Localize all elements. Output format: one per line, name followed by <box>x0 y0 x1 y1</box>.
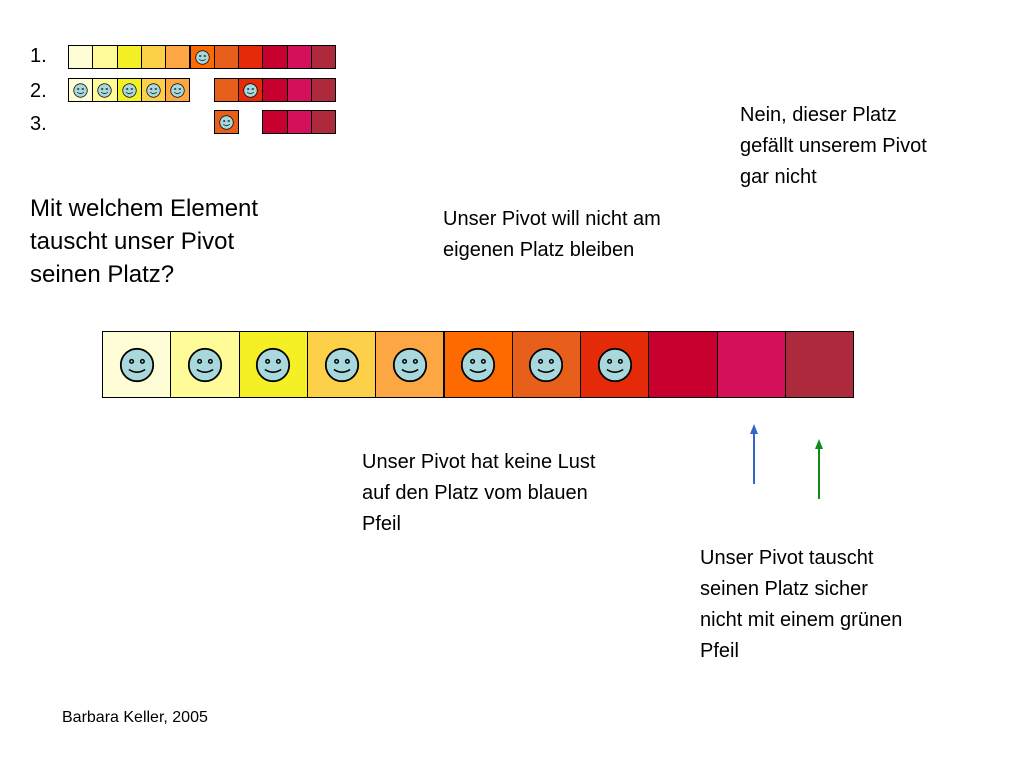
annotation-line: eigenen Platz bleiben <box>443 239 635 261</box>
annotation-line: Unser Pivot will nicht am <box>443 208 661 230</box>
question-line: Mit welchem Element <box>30 195 259 222</box>
main-row-cell <box>785 331 855 398</box>
annotation-line: Pfeil <box>362 513 401 535</box>
smiley-icon <box>324 347 359 382</box>
question-text: Mit welchem Element tauscht unser Pivot … <box>30 192 258 291</box>
main-row-cell <box>443 331 513 398</box>
small-row-cell <box>286 45 312 69</box>
small-row-cell <box>116 78 142 102</box>
smiley-icon <box>529 347 564 382</box>
small-row-cell <box>311 110 337 134</box>
row-label-2: 2. <box>30 80 47 102</box>
smiley-icon <box>73 82 88 98</box>
annotation-eigener-platz: Unser Pivot will nicht am eigenen Platz … <box>443 204 661 266</box>
main-row-cell <box>375 331 445 398</box>
smiley-icon <box>219 114 234 130</box>
main-row-cell <box>170 331 240 398</box>
small-row-cell <box>92 45 118 69</box>
main-row-cell <box>580 331 650 398</box>
main-row-cell <box>238 331 308 398</box>
small-row-cell <box>311 78 337 102</box>
main-row-cell <box>306 331 377 398</box>
small-row-cell <box>140 45 167 69</box>
smiley-icon <box>461 347 496 382</box>
small-row-cell <box>68 45 94 69</box>
small-row-cell <box>238 45 264 69</box>
small-row-cell <box>286 78 312 102</box>
blue-arrow-icon <box>750 424 758 484</box>
annotation-line: auf den Platz vom blauen <box>362 482 588 504</box>
question-line: seinen Platz? <box>30 261 175 288</box>
smiley-icon <box>122 82 137 98</box>
annotation-line: gar nicht <box>740 166 817 188</box>
smiley-icon <box>170 82 185 98</box>
small-row-cell <box>68 78 94 102</box>
annotation-line: Nein, dieser Platz <box>740 104 897 126</box>
row-label-1: 1. <box>30 45 47 67</box>
small-row-cell <box>165 45 191 69</box>
annotation-line: Unser Pivot hat keine Lust <box>362 451 596 473</box>
smiley-icon <box>597 347 632 382</box>
small-row-cell <box>116 45 142 69</box>
annotation-gruener-pfeil: Unser Pivot tauscht seinen Platz sicher … <box>700 543 902 667</box>
smiley-icon <box>243 82 258 98</box>
small-row-cell <box>238 78 264 102</box>
smiley-icon <box>97 82 113 98</box>
annotation-blauer-pfeil: Unser Pivot hat keine Lust auf den Platz… <box>362 447 595 540</box>
small-row-cell <box>262 78 288 102</box>
main-row-cell <box>648 331 718 398</box>
small-row-cell <box>92 78 118 102</box>
small-row-cell <box>311 45 337 69</box>
row-label-3: 3. <box>30 113 47 135</box>
small-row-cell <box>213 78 240 102</box>
small-row-cell <box>286 110 312 134</box>
smiley-icon <box>392 347 427 382</box>
small-row-cell <box>140 78 167 102</box>
small-row-cell <box>262 45 288 69</box>
annotation-line: gefällt unserem Pivot <box>740 135 927 157</box>
green-arrow-icon <box>815 439 823 499</box>
small-row-cell <box>262 110 288 134</box>
smiley-icon <box>195 49 210 65</box>
small-row-cell <box>165 78 191 102</box>
annotation-line: seinen Platz sicher <box>700 578 868 600</box>
small-row-cell <box>213 45 240 69</box>
question-line: tauscht unser Pivot <box>30 228 235 255</box>
main-row-cell <box>102 331 172 398</box>
main-row-cell <box>716 331 786 398</box>
main-row-cell <box>511 331 582 398</box>
annotation-line: Unser Pivot tauscht <box>700 547 874 569</box>
annotation-line: Pfeil <box>700 640 739 662</box>
annotation-nein: Nein, dieser Platz gefällt unserem Pivot… <box>740 100 927 193</box>
smiley-icon <box>119 347 154 382</box>
small-row-cell <box>189 45 215 69</box>
smiley-icon <box>256 347 291 382</box>
smiley-icon <box>187 347 223 382</box>
small-row-cell <box>213 110 240 134</box>
credit-text: Barbara Keller, 2005 <box>62 709 208 726</box>
annotation-line: nicht mit einem grünen <box>700 609 903 631</box>
smiley-icon <box>146 82 161 98</box>
